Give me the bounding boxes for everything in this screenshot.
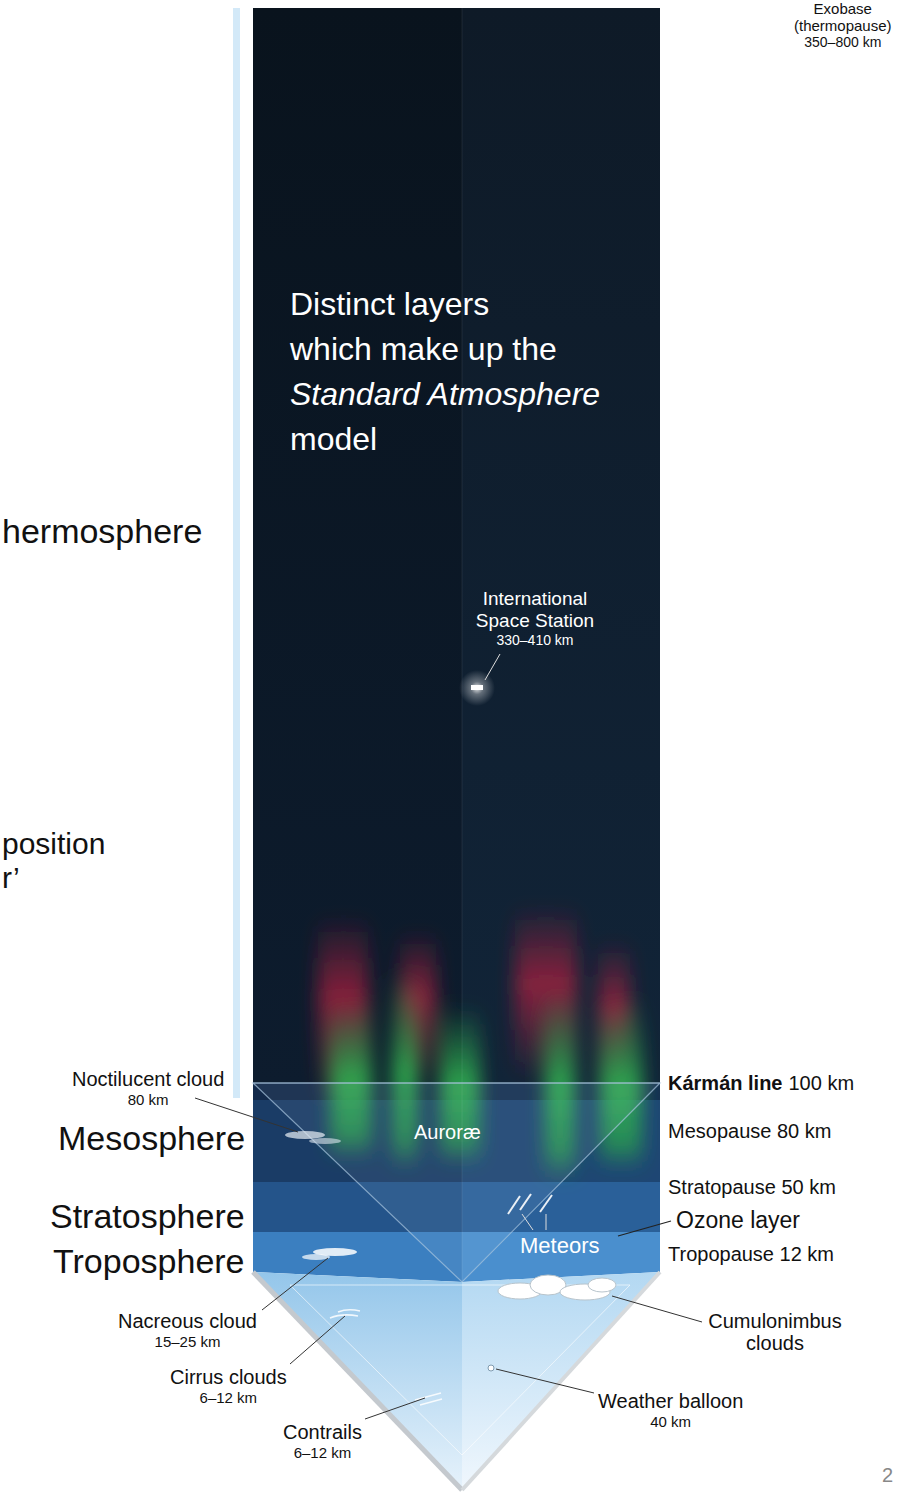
cloud-label: 15–25 km <box>118 1333 257 1350</box>
cloud-label-group: Cirrus clouds6–12 km <box>170 1366 287 1406</box>
exobase-label-group: Exobase(thermopause)350–800 km <box>794 0 892 50</box>
cloud-label: Noctilucent cloud <box>72 1068 224 1091</box>
iss-symbol <box>471 685 483 690</box>
slide-note-group: Distinct layers which make up theStandar… <box>290 282 610 462</box>
boundary-label: Mesopause 80 km <box>668 1120 831 1143</box>
boundary-label: 100 km <box>788 1072 854 1095</box>
slide-note: position <box>2 826 105 861</box>
leader-line <box>522 1214 533 1230</box>
boundary-label-group: Stratopause 50 km <box>668 1176 836 1199</box>
page-number-group: 2 <box>882 1464 893 1487</box>
boundary-label: Tropopause 12 km <box>668 1243 834 1266</box>
leader-line <box>365 1398 425 1419</box>
cutaway-triangle <box>253 1083 660 1282</box>
cloud-label: Cirrus clouds <box>170 1366 287 1389</box>
ground-edge <box>462 1272 660 1490</box>
layer-name-group: hermosphere <box>2 512 202 551</box>
iss-label: 330–410 km <box>465 632 605 648</box>
layer-name: Mesosphere <box>58 1119 245 1158</box>
meteor-label-group: Meteors <box>520 1233 599 1258</box>
slide-note: model <box>290 417 610 462</box>
layer-name-group: Stratosphere <box>50 1197 245 1236</box>
cloud-label-group: Noctilucent cloud80 km <box>72 1068 224 1108</box>
noctilucent-cloud <box>285 1131 325 1139</box>
column-right-face <box>462 8 660 1083</box>
boundary-label-group: Tropopause 12 km <box>668 1243 834 1266</box>
slide-note-group: r’ <box>2 860 20 895</box>
ground-right-face <box>462 1272 660 1490</box>
slide-note: Standard Atmosphere <box>290 372 610 417</box>
balloon-label: Weather balloon <box>598 1390 743 1413</box>
meteor-streak <box>520 1194 531 1210</box>
cloud-label: Nacreous cloud <box>118 1310 257 1333</box>
cloud-label-group: Cumulonimbus clouds <box>705 1310 845 1354</box>
contrail-label: Contrails <box>283 1421 362 1444</box>
slide-note-group: position <box>2 826 105 861</box>
boundary-label-group: Mesopause 80 km <box>668 1120 831 1143</box>
layer-name-group: Mesosphere <box>58 1119 245 1158</box>
weather-balloon <box>488 1365 494 1371</box>
meteor-streak <box>508 1196 520 1214</box>
slide-note: r’ <box>2 860 20 895</box>
page-number: 2 <box>882 1464 893 1487</box>
meteor-label: Meteors <box>520 1233 599 1258</box>
leader-line <box>496 1369 594 1393</box>
scale-bar <box>233 8 240 1098</box>
aurora-label: Auroræ <box>414 1121 481 1144</box>
leader-line <box>485 654 500 680</box>
leader-line <box>290 1316 345 1364</box>
leader-line <box>618 1221 671 1236</box>
balloon-label: 40 km <box>598 1413 743 1430</box>
layer-name: Stratosphere <box>50 1197 245 1236</box>
layer-name-group: Troposphere <box>53 1242 245 1281</box>
contrail-label: 6–12 km <box>283 1444 362 1461</box>
layer-name: hermosphere <box>2 512 202 551</box>
cloud-label: 80 km <box>72 1091 224 1108</box>
leader-line <box>612 1296 702 1322</box>
iss-label-group: International Space Station330–410 km <box>465 588 605 648</box>
boundary-label-group: Kármán line 100 km <box>668 1072 854 1095</box>
leader-line <box>546 1214 547 1230</box>
exobase-label: (thermopause) <box>794 17 892 34</box>
cirrus-cloud <box>330 1310 360 1318</box>
iss-label: International Space Station <box>465 588 605 632</box>
ozone-label: Ozone layer <box>676 1207 800 1233</box>
iss-glow <box>459 670 495 706</box>
balloon-label-group: Weather balloon40 km <box>598 1390 743 1430</box>
cloud-label: 6–12 km <box>170 1389 287 1406</box>
cloud-label: Cumulonimbus clouds <box>705 1310 845 1354</box>
exobase-label: Exobase <box>794 0 892 17</box>
contrail-label-group: Contrails6–12 km <box>283 1421 362 1461</box>
noctilucent-cloud <box>309 1138 341 1144</box>
boundary-label: Kármán line <box>668 1072 782 1095</box>
layer-name: Troposphere <box>53 1242 245 1281</box>
meteor-streak <box>540 1195 552 1212</box>
cumulonimbus-cloud <box>588 1278 616 1292</box>
boundary-label: Stratopause 50 km <box>668 1176 836 1199</box>
aurora-label-group: Auroræ <box>414 1121 481 1144</box>
ozone-label-group: Ozone layer <box>676 1207 800 1233</box>
cloud-label-group: Nacreous cloud15–25 km <box>118 1310 257 1350</box>
exobase-label: 350–800 km <box>794 34 892 50</box>
leader-line <box>262 1258 328 1310</box>
contrail <box>415 1393 442 1405</box>
slide-note: Distinct layers which make up the <box>290 282 570 372</box>
